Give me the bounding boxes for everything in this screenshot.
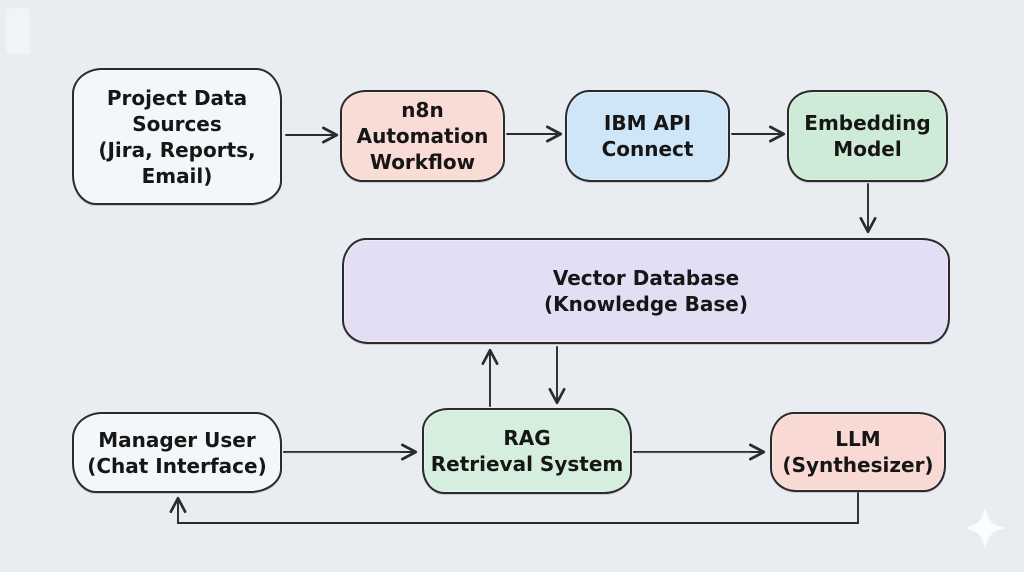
node-rag-label: RAG Retrieval System [430,426,624,476]
node-project-data-sources: Project Data Sources (Jira, Reports, Ema… [72,68,282,205]
node-rag-retrieval-system: RAG Retrieval System [422,408,632,494]
node-n8n-label: n8n Automation Workflow [356,98,489,174]
node-project-data-sources-label: Project Data Sources (Jira, Reports, Ema… [98,85,256,188]
sparkle-icon [965,508,1005,548]
node-ibm-api-connect: IBM API Connect [565,90,730,182]
arrow-llm-to-manager-loop [169,492,859,524]
node-vector-database-label: Vector Database (Knowledge Base) [543,266,749,316]
node-n8n-automation-workflow: n8n Automation Workflow [340,90,505,182]
node-manager-label: Manager User (Chat Interface) [87,427,267,478]
node-llm-synthesizer: LLM (Synthesizer) [770,412,946,492]
corner-highlight [6,8,30,54]
node-ibm-label: IBM API Connect [601,111,694,161]
node-embedding-label: Embedding Model [804,111,931,161]
node-vector-database: Vector Database (Knowledge Base) [342,238,950,344]
node-llm-label: LLM (Synthesizer) [782,427,934,477]
node-embedding-model: Embedding Model [787,90,948,182]
node-manager-user: Manager User (Chat Interface) [72,412,282,493]
